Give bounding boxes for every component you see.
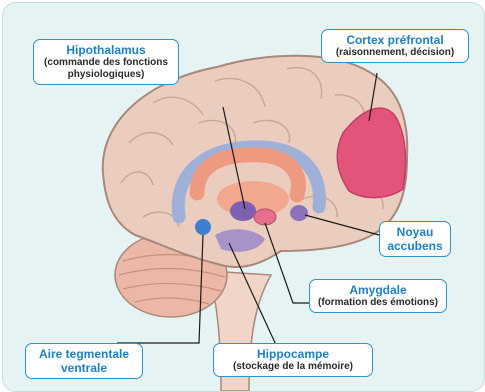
label-amygdale-title: Amygdale (316, 283, 440, 297)
noyau-accubens-region (290, 205, 308, 221)
aire-tegmentale-region (195, 219, 211, 235)
label-aire-title: Aire tegmentale ventrale (32, 347, 136, 375)
label-amygdale-subtitle: (formation des émotions) (316, 297, 440, 309)
label-noyau-accubens: Noyau accubens (379, 221, 451, 257)
amygdale-region (254, 209, 276, 225)
label-hypothalamus: Hipothalamus (commande des fonctions phy… (33, 39, 179, 85)
label-cortex-prefrontal: Cortex préfrontal (raisonnement, décisio… (321, 29, 469, 63)
label-cortex-title: Cortex préfrontal (328, 33, 462, 47)
label-amygdale: Amygdale (formation des émotions) (309, 279, 447, 313)
label-hypothalamus-title: Hipothalamus (40, 43, 172, 57)
label-hippocampe-title: Hippocampe (220, 347, 366, 361)
label-aire-tegmentale: Aire tegmentale ventrale (25, 343, 143, 379)
hypothalamus-region (230, 201, 256, 221)
label-hypothalamus-subtitle: (commande des fonctions physiologiques) (40, 57, 172, 81)
label-hippocampe-subtitle: (stockage de la mémoire) (220, 361, 366, 373)
label-cortex-subtitle: (raisonnement, décision) (328, 47, 462, 59)
label-hippocampe: Hippocampe (stockage de la mémoire) (213, 343, 373, 377)
label-noyau-title: Noyau accubens (386, 225, 444, 253)
